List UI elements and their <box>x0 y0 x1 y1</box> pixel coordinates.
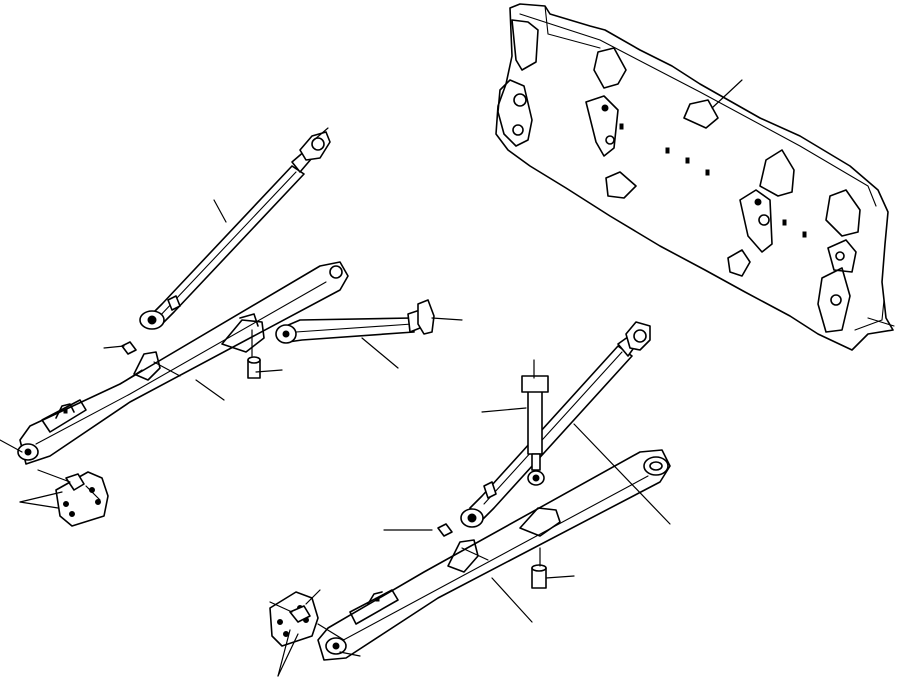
bushing-left <box>248 357 260 378</box>
leader-line <box>0 440 22 452</box>
push-arm-right <box>318 450 670 660</box>
leader-line <box>318 624 344 640</box>
leader-line <box>20 492 62 502</box>
leader-line <box>196 380 224 400</box>
leader-line <box>492 578 532 622</box>
leader-line <box>20 502 58 508</box>
leader-line <box>214 200 226 222</box>
mount-bracket-right <box>270 592 318 646</box>
bushing-right <box>532 565 546 588</box>
dozer-blade <box>496 4 894 350</box>
tilt-cylinder-right <box>461 322 650 527</box>
leader-line <box>278 630 290 676</box>
leader-line <box>256 370 282 372</box>
leader-line <box>154 362 180 376</box>
pin-right <box>438 524 452 536</box>
link-rod-right <box>522 376 548 485</box>
leader-line <box>38 470 70 482</box>
leader-line <box>712 80 742 108</box>
leader-line <box>314 128 328 140</box>
leader-line <box>482 408 526 412</box>
leader-line <box>462 548 488 560</box>
leader-line <box>306 590 320 604</box>
leader-line <box>104 346 124 348</box>
leader-line <box>340 652 360 656</box>
tilt-cylinder-left <box>140 132 330 329</box>
leader-line <box>86 486 100 500</box>
leader-line <box>546 576 574 578</box>
left-push-arm-assembly <box>0 128 462 526</box>
push-arm-left <box>18 262 348 464</box>
leader-line <box>574 424 670 524</box>
leader-line <box>362 338 398 368</box>
leader-line <box>432 318 462 320</box>
pin-left <box>122 342 136 354</box>
lift-cylinder-left <box>276 300 434 343</box>
right-push-arm-assembly <box>270 322 670 676</box>
leader-line <box>270 602 292 612</box>
mount-bracket-left <box>56 472 108 526</box>
leader-line <box>278 634 298 676</box>
